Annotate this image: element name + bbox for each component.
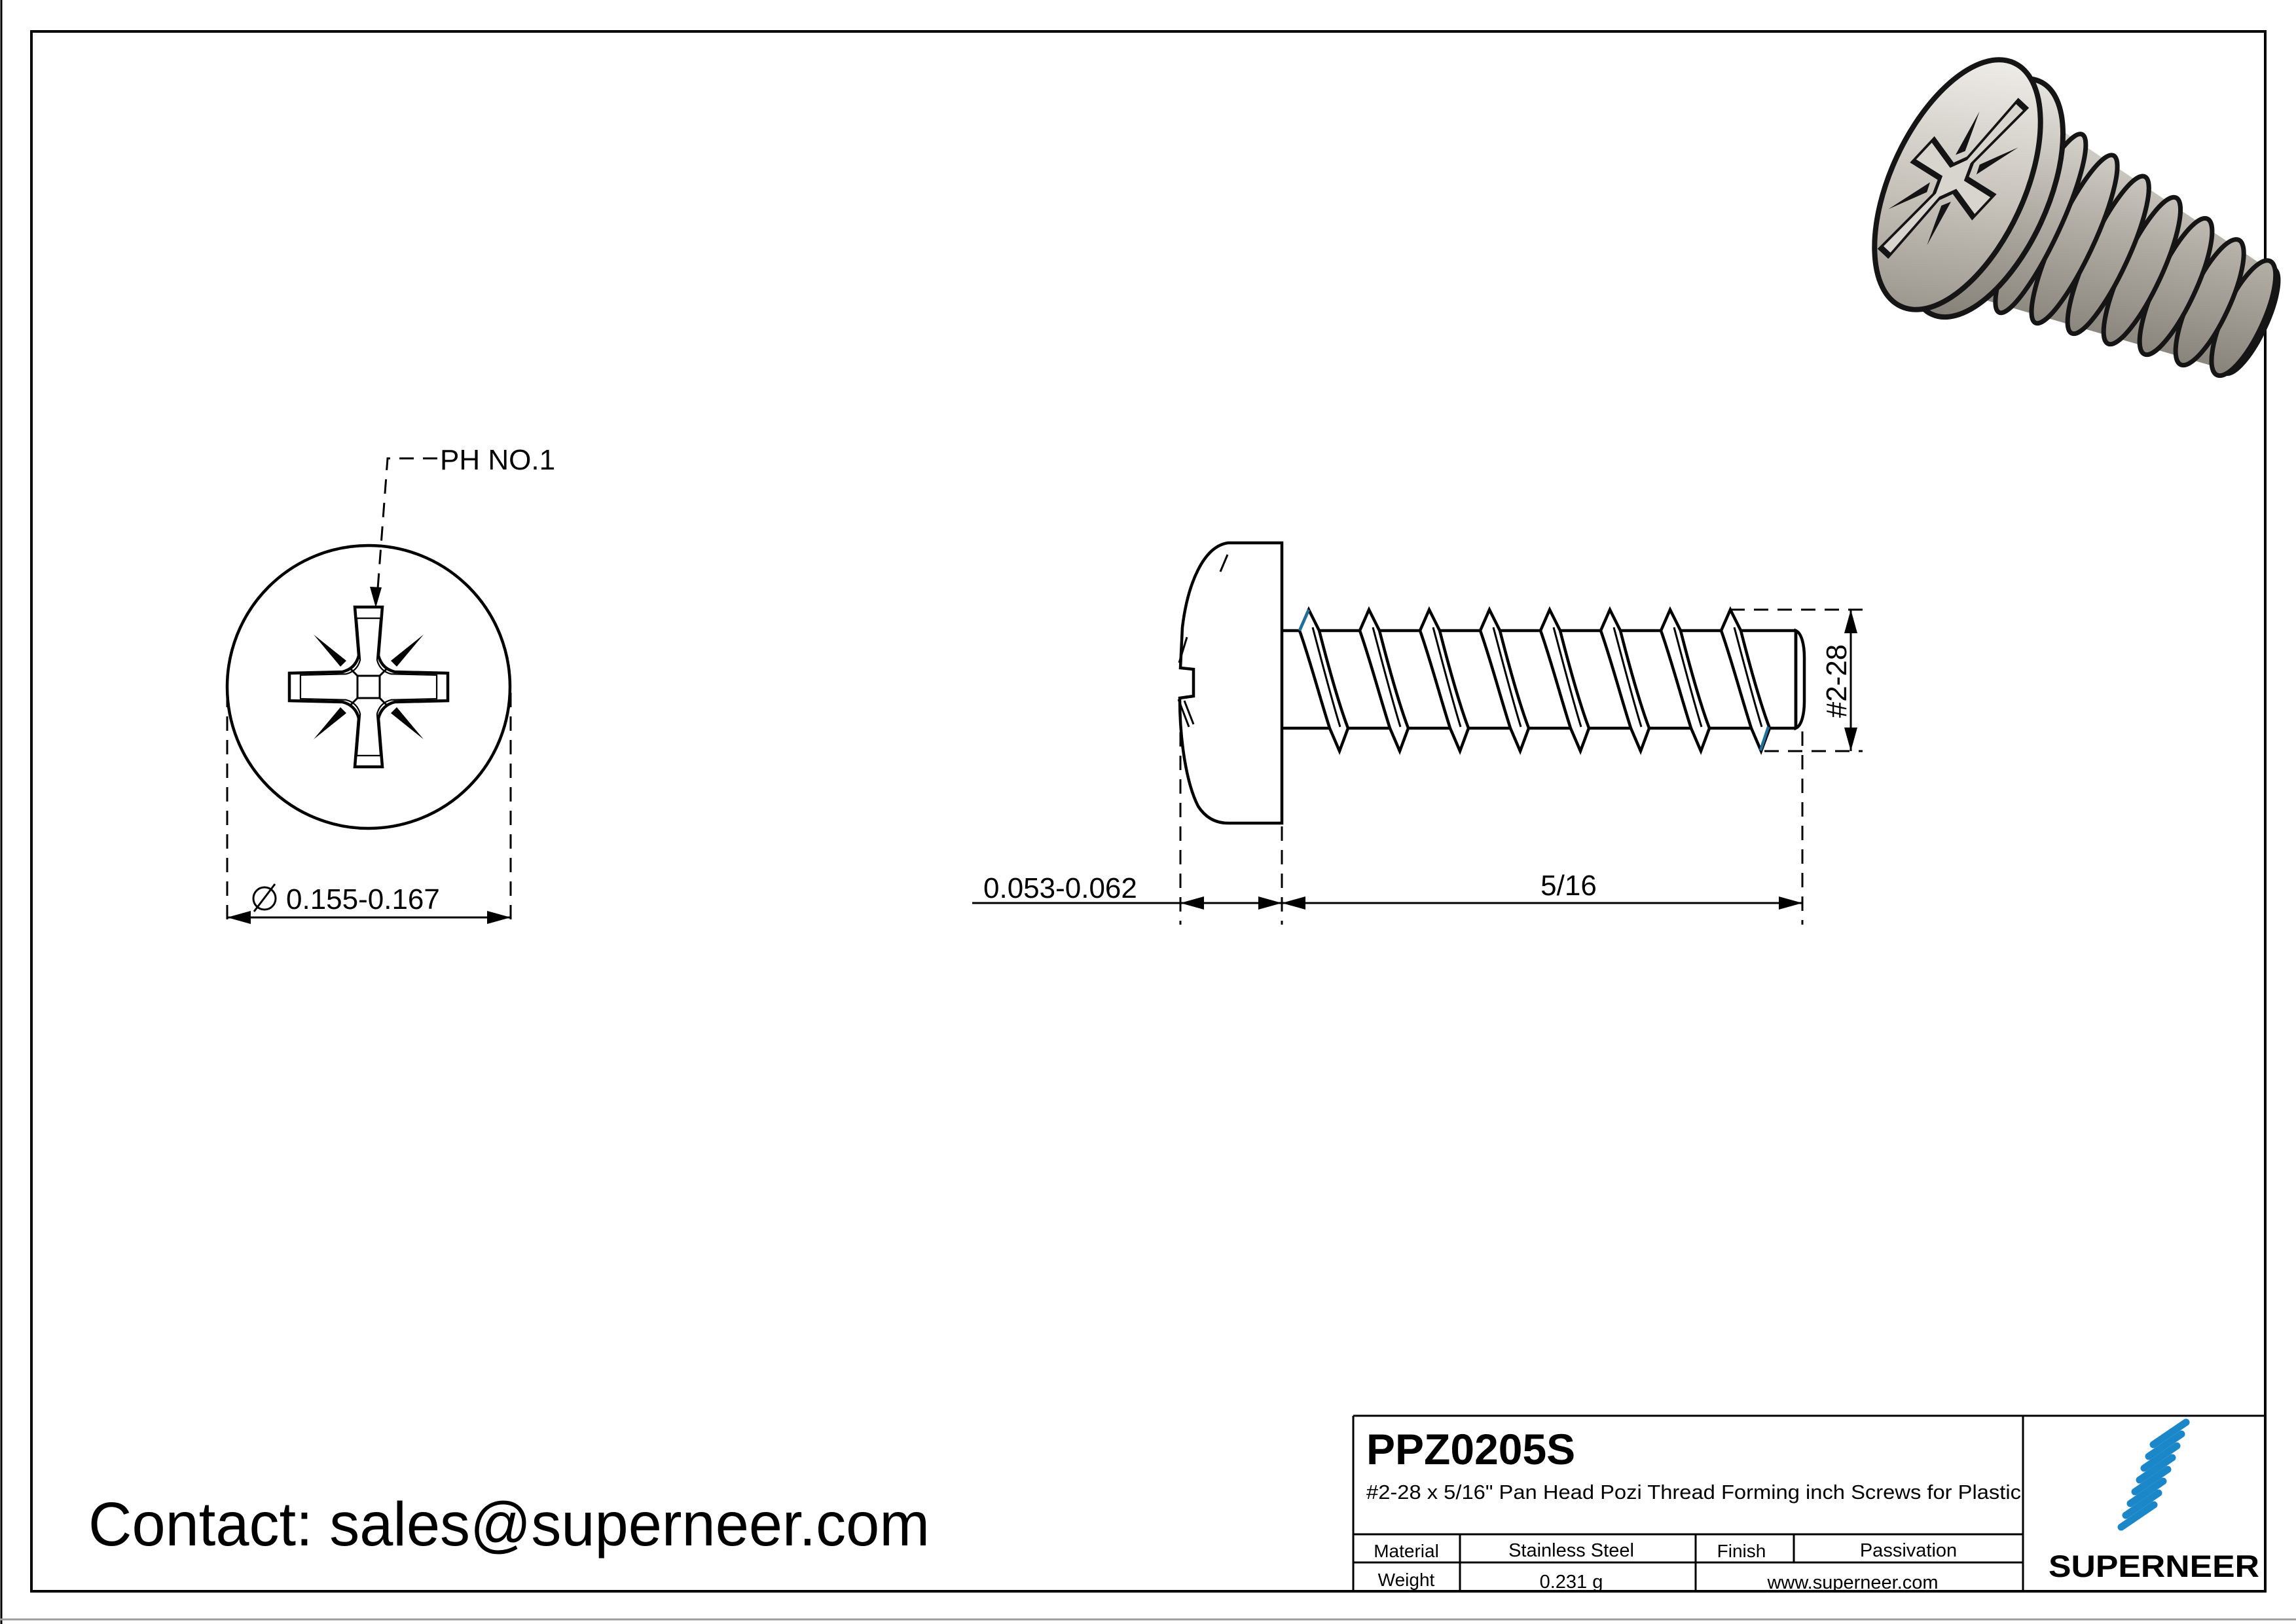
pozi-recess-icon [287,605,450,769]
weight-value: 0.231 g [1540,1572,1603,1593]
title-block-lines [1352,1414,2265,1591]
cad-blue-segments [1298,609,1770,751]
side-view: 0.053-0.062 5/16 #2-28 [972,541,1863,925]
screw-tip [1794,628,1806,731]
superneer-logo-icon [2117,1418,2190,1531]
screw-3d-threads [1993,132,2278,378]
material-label: Material [1374,1541,1439,1561]
part-number: PPZ0205S [1366,1425,1575,1473]
thread-length-value: 5/16 [1540,870,1597,902]
brand-name: SUPERNEER [2049,1549,2259,1583]
head-height-dim: 0.053-0.062 [972,872,1282,910]
head-diameter-value: 0.155-0.167 [286,883,440,915]
thread-profile [1298,606,1772,756]
thread-size-value: #2-28 [1821,644,1853,718]
head-profile [1177,541,1284,825]
head-diameter-dim: 0.155-0.167 [226,693,512,925]
part-description: #2-28 x 5/16" Pan Head Pozi Thread Formi… [1366,1481,2021,1504]
drive-label: PH NO.1 [440,444,555,476]
weight-label: Weight [1378,1570,1435,1590]
diameter-symbol-icon [252,883,277,912]
thread-length-dim: 5/16 [1282,870,1802,910]
material-value: Stainless Steel [1508,1540,1634,1561]
screw-3d-render [1872,57,2281,378]
finish-value: Passivation [1860,1540,1957,1561]
finish-label: Finish [1717,1541,1766,1561]
website-link[interactable]: www.superneer.com [1766,1572,1938,1593]
drawing-border [30,30,2267,1593]
drive-leader [370,457,437,608]
thread-size-dim: #2-28 [1821,610,1857,751]
side-extension-lines [1179,608,1863,925]
head-outline [225,544,512,830]
front-view: PH NO.1 0.155-0.167 [225,444,555,925]
title-block: PPZ0205S #2-28 x 5/16" Pan Head Pozi Thr… [1352,1414,2265,1593]
contact-line: Contact: sales@superneer.com [88,1490,930,1559]
head-height-value: 0.053-0.062 [983,872,1137,904]
